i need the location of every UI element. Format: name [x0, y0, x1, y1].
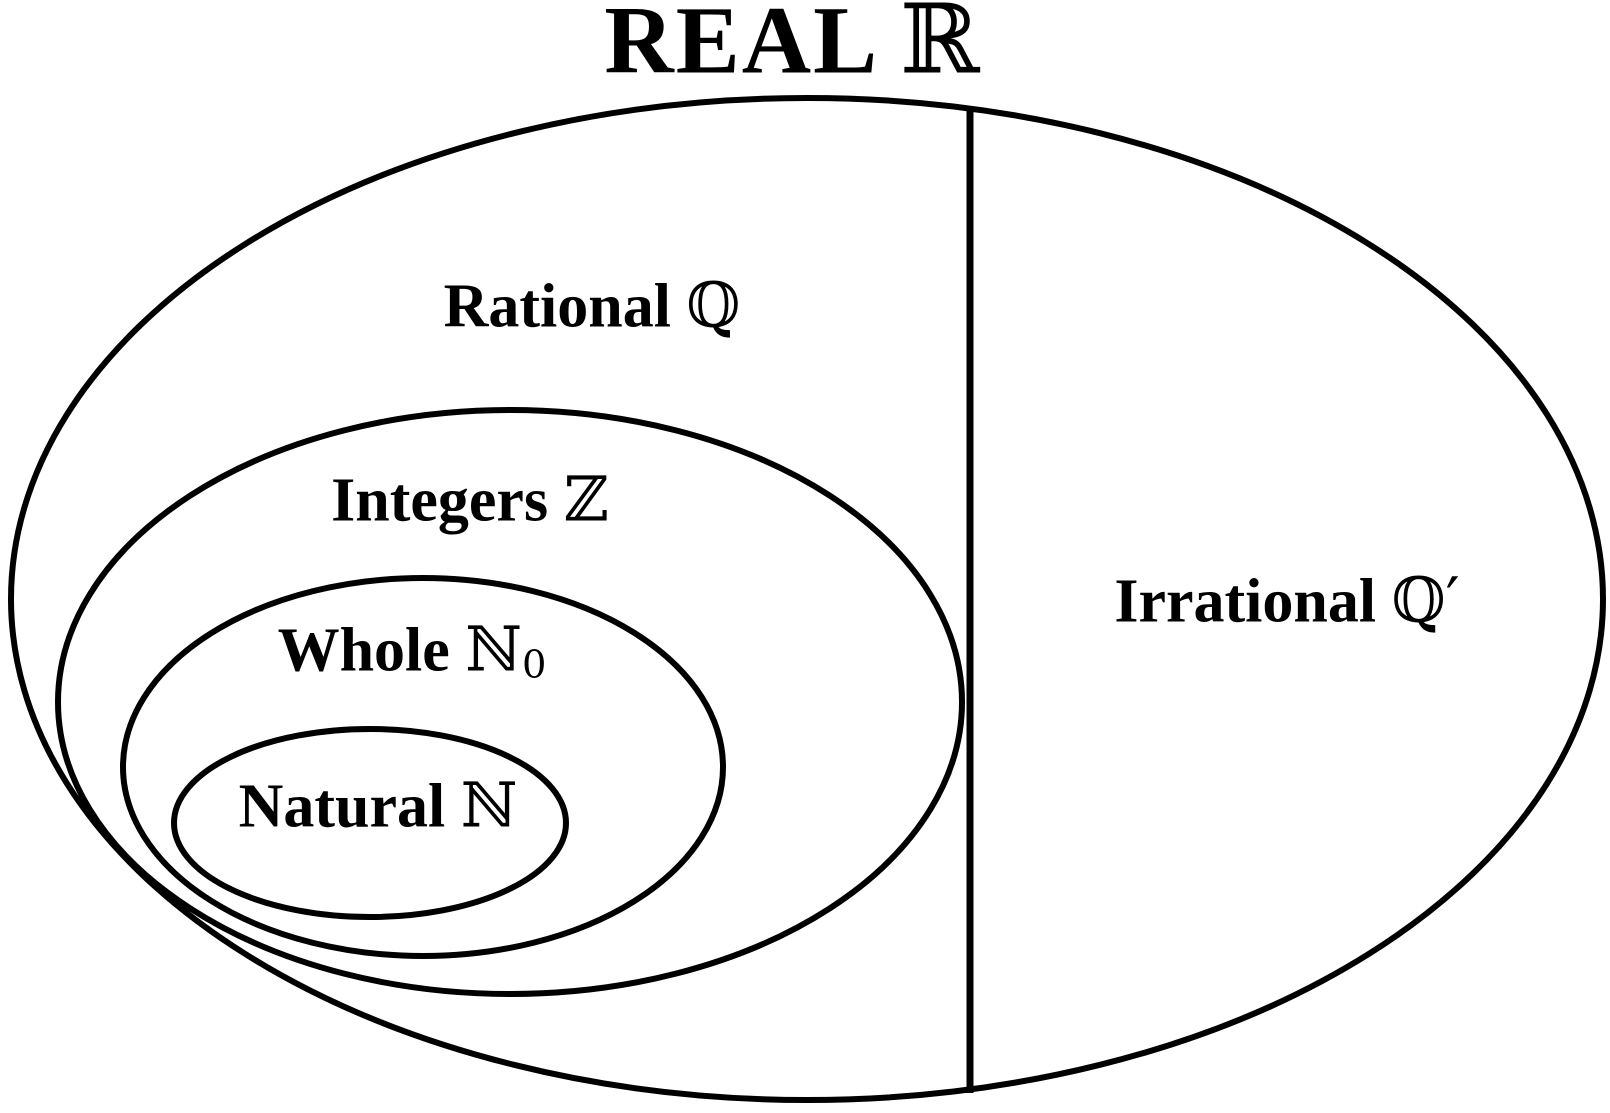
diagram-title: REAL ℝ — [604, 0, 981, 89]
natural-set-label: Natural ℕ — [238, 772, 518, 841]
whole-symbol-subscript: 0 — [521, 642, 547, 688]
whole-set-ellipse — [120, 575, 726, 959]
whole-set-label: Whole ℕ0 — [277, 616, 547, 685]
title-text: REAL — [604, 0, 874, 94]
irrational-label-text: Irrational — [1114, 567, 1377, 636]
irrational-symbol: ℚ′ — [1391, 563, 1460, 637]
real-symbol: ℝ — [899, 0, 982, 96]
real-set-ellipse — [8, 95, 1606, 1103]
natural-symbol: ℕ — [460, 768, 518, 842]
whole-label-text: Whole — [277, 616, 450, 685]
integers-set-ellipse — [55, 407, 965, 997]
rational-label-text: Rational — [443, 272, 671, 341]
integers-symbol: ℤ — [563, 462, 609, 536]
irrational-set-label: Irrational ℚ′ — [1114, 567, 1459, 636]
rational-symbol: ℚ — [686, 268, 741, 342]
integers-label-text: Integers — [331, 466, 549, 535]
natural-label-text: Natural — [238, 772, 446, 841]
whole-symbol: ℕ — [465, 612, 522, 686]
integers-set-label: Integers ℤ — [331, 466, 609, 535]
natural-set-ellipse — [171, 726, 569, 920]
rational-set-label: Rational ℚ — [443, 272, 741, 341]
